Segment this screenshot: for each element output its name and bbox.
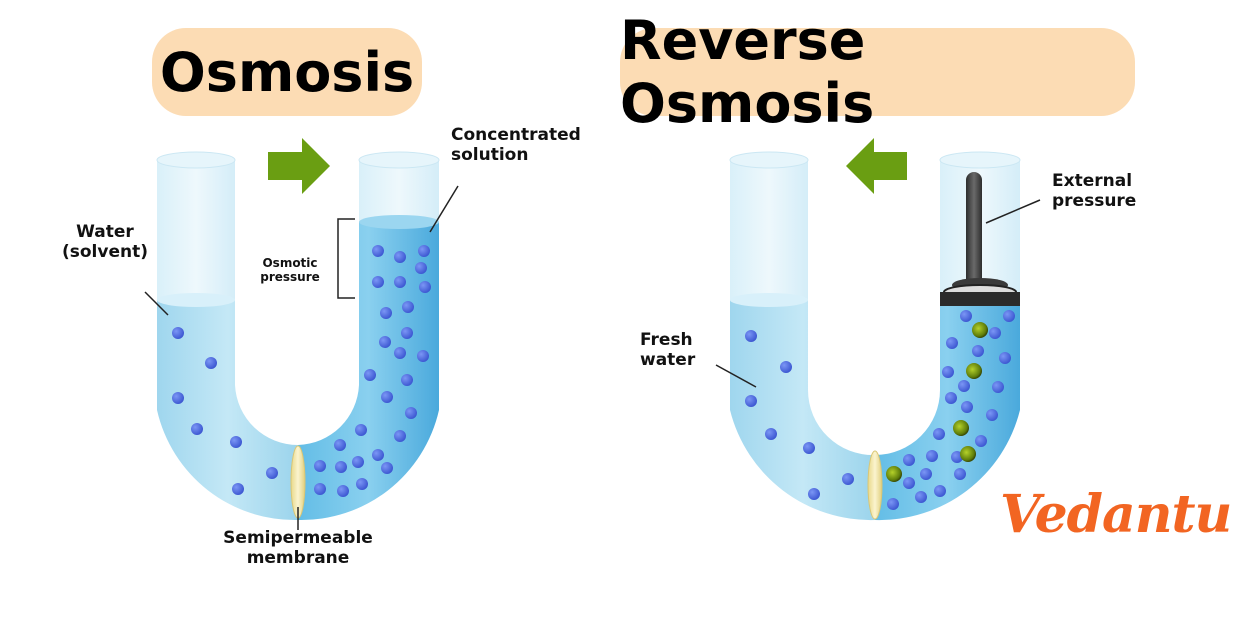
label-fresh-line1: Fresh [640,330,693,350]
label-membrane-line2: membrane [246,547,350,568]
leader-water [144,291,169,316]
leader-concentrated [429,185,459,233]
right-tube-glass [359,160,439,222]
osmosis-u-tube [144,138,459,530]
solute-particles-left [172,327,278,495]
title-reverse-osmosis: Reverse Osmosis [620,9,1135,135]
ro-left-water-surface [730,293,808,307]
dilute-water [157,300,298,521]
title-osmosis: Osmosis [152,28,422,116]
left-tube-rim [156,151,236,169]
arrow-right-icon [268,138,330,194]
right-tube-rim [358,151,440,169]
ro-left-tube-glass [730,160,808,300]
label-external-line1: External [1052,171,1133,191]
title-osmosis-text: Osmosis [159,40,415,104]
ro-particles-left [745,330,854,500]
label-water-solvent: Water (solvent) [50,222,160,262]
ro-salt-particles [886,322,988,482]
label-water-line2: (solvent) [61,241,148,262]
label-membrane-line1: Semipermeable [223,528,373,548]
vedantu-logo: Vedantu [1000,484,1232,545]
label-external-line2: pressure [1052,190,1137,211]
left-tube-glass [157,160,235,300]
title-reverse-osmosis-text: Reverse Osmosis [620,9,875,135]
ro-semipermeable-membrane [867,450,883,520]
fresh-water-body [730,300,875,521]
solute-particles-right [314,245,431,497]
reverse-osmosis-u-tube [715,138,1041,521]
left-water-surface [157,293,235,307]
osmotic-pressure-bracket [337,218,355,299]
ro-particles-right [887,310,1015,510]
leader-fresh-water [715,364,757,388]
label-water-line1: Water [76,222,134,242]
label-semipermeable-membrane: Semipermeable membrane [200,528,396,568]
leader-external-pressure [985,199,1041,224]
piston-rod [966,172,982,287]
ro-right-tube-rim [939,151,1021,169]
label-osmotic-line1: Osmotic [262,256,318,270]
label-osmotic-line2: pressure [260,269,320,284]
label-fresh-line2: water [640,349,696,370]
label-osmotic-pressure: Osmotic pressure [245,256,335,285]
arrow-left-icon [846,138,907,194]
label-fresh-water: Fresh water [640,330,696,370]
right-water-surface [359,215,439,229]
label-external-pressure: External pressure [1052,171,1137,211]
label-concentrated-solution: Concentrated solution [451,125,581,165]
ro-left-tube-rim [729,151,809,169]
label-concentrated-line2: solution [451,144,529,165]
piston-head [940,292,1020,306]
label-concentrated-line1: Concentrated [451,125,581,145]
